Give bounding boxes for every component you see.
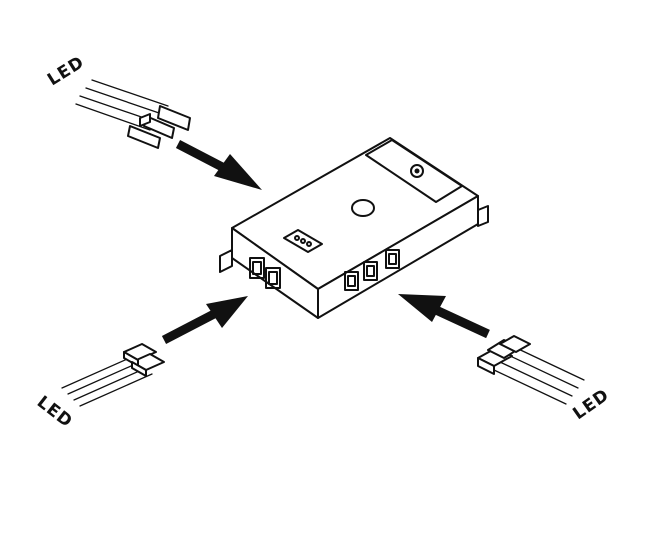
side-sockets (344, 249, 400, 291)
screw-icon (410, 164, 424, 178)
front-sockets (249, 257, 281, 289)
led-label-top-left: LED (44, 52, 88, 90)
indicator-plate (283, 229, 323, 253)
led-label-bottom-right: LED (569, 385, 613, 424)
arrow-top-left (175, 140, 262, 190)
box-cover (365, 139, 463, 203)
mount-tab-left (219, 249, 233, 273)
led-connector-top-left (75, 79, 191, 149)
distributor-box (219, 137, 489, 319)
led-connector-bottom-right (477, 335, 585, 405)
led-connector-bottom-left (61, 343, 165, 407)
round-button (351, 199, 375, 217)
arrow-bottom-left (161, 296, 248, 344)
led-label-bottom-left: LED (33, 392, 76, 432)
plug-housing (127, 125, 161, 149)
mount-tab-right (477, 205, 489, 227)
arrow-bottom-right (398, 294, 490, 339)
